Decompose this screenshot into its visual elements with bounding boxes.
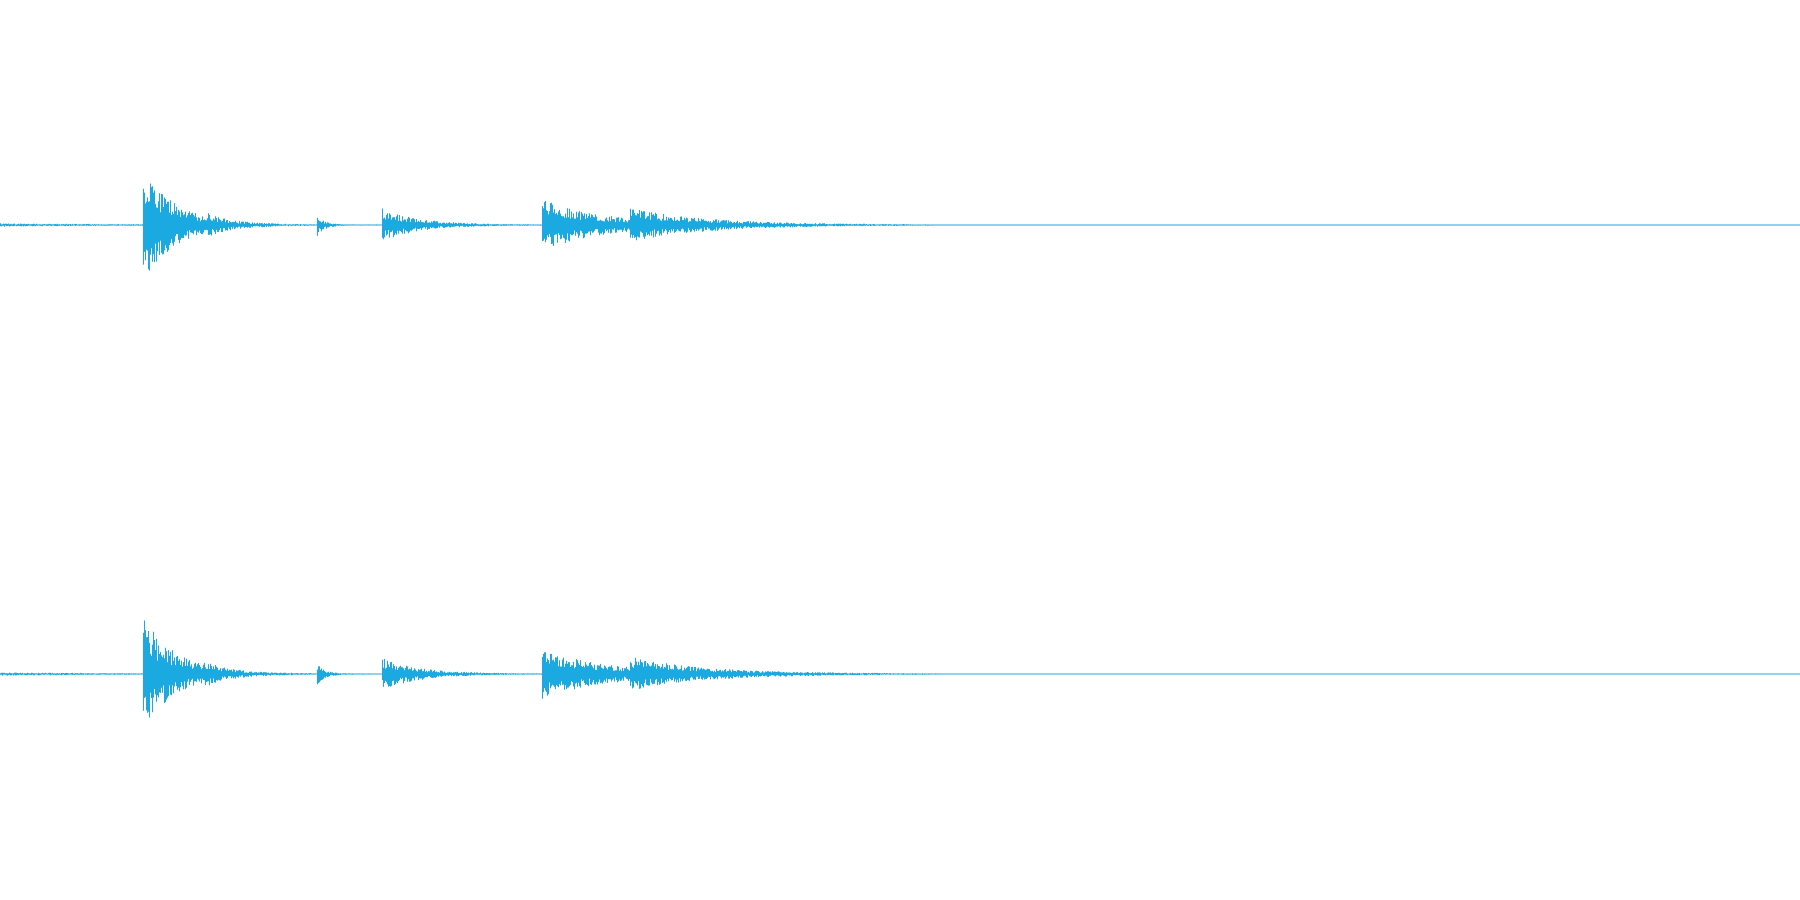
waveform-channel-1 [0,183,1800,271]
waveform-channel-2 [0,620,1800,718]
waveform-signal [0,620,1081,718]
waveform-signal [0,183,1081,271]
